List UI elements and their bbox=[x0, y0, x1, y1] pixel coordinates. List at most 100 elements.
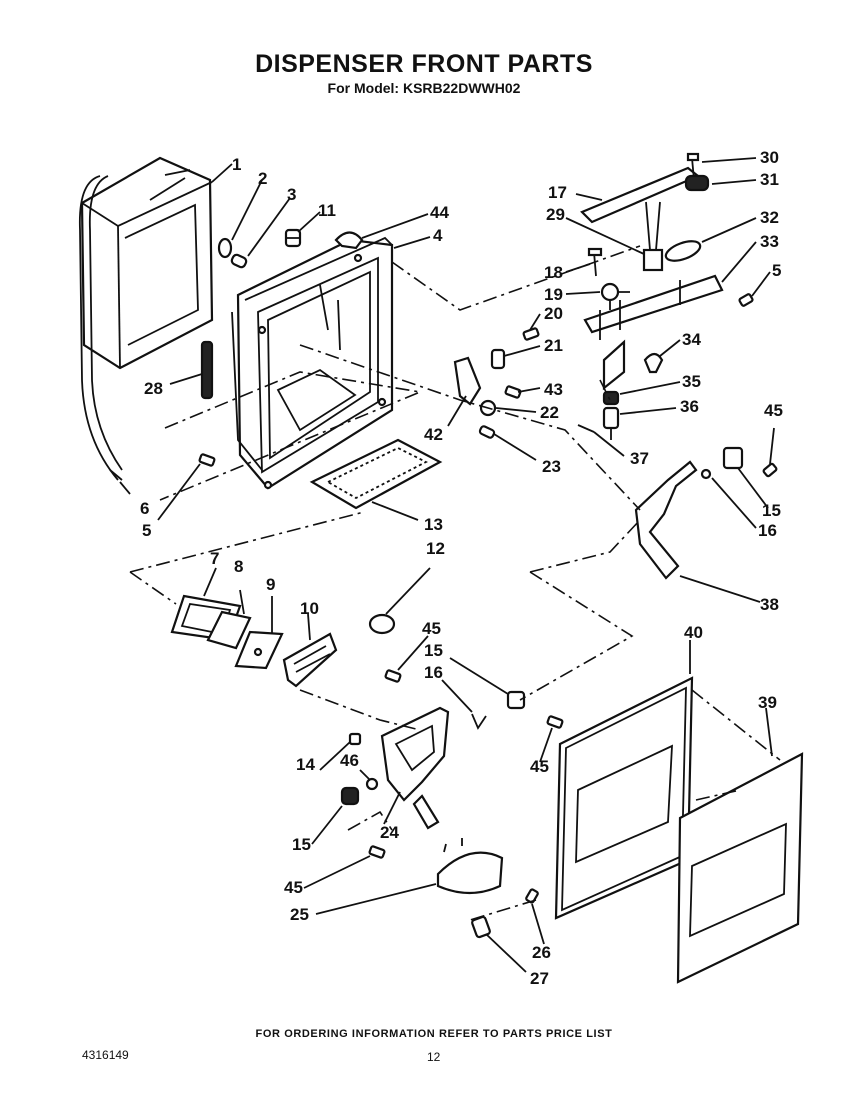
part-28-strip bbox=[200, 340, 214, 400]
part-16-spring-upper bbox=[700, 468, 712, 480]
callout-25: 25 bbox=[290, 905, 309, 924]
page-number: 12 bbox=[427, 1050, 441, 1064]
callout-16-mid: 16 bbox=[424, 663, 443, 682]
callout-15-mid: 15 bbox=[424, 641, 443, 660]
part-9-plate bbox=[234, 630, 284, 670]
part-13-grille bbox=[309, 438, 443, 510]
callout-12: 12 bbox=[426, 539, 445, 558]
callout-39: 39 bbox=[758, 693, 777, 712]
callout-5-right: 5 bbox=[772, 261, 781, 280]
part-1-dispenser-housing bbox=[78, 156, 214, 481]
part-45-screw-upper bbox=[762, 462, 778, 478]
part-11-nut bbox=[284, 228, 302, 248]
callout-28: 28 bbox=[144, 379, 163, 398]
callout-10: 10 bbox=[300, 599, 319, 618]
callout-11: 11 bbox=[318, 201, 336, 220]
part-46-washer bbox=[365, 777, 379, 791]
callout-17: 17 bbox=[548, 183, 567, 202]
callout-13: 13 bbox=[424, 515, 443, 534]
part-44-clip bbox=[334, 231, 364, 250]
part-15-clip-upper bbox=[722, 446, 744, 470]
part-23-pin bbox=[478, 425, 496, 439]
callout-36: 36 bbox=[680, 397, 699, 416]
page-title: DISPENSER FRONT PARTS bbox=[255, 50, 593, 78]
callout-43: 43 bbox=[544, 380, 563, 399]
callout-45-low-left: 45 bbox=[284, 878, 303, 897]
callout-26: 26 bbox=[532, 943, 551, 962]
part-45-screw-mid bbox=[384, 669, 402, 683]
part-27-clip bbox=[471, 915, 491, 939]
callout-9: 9 bbox=[266, 575, 275, 594]
callout-38: 38 bbox=[760, 595, 779, 614]
part-35-nut bbox=[602, 390, 620, 406]
part-15-clip-lower bbox=[340, 786, 360, 806]
part-33-bracket bbox=[583, 274, 724, 391]
part-34-cap bbox=[643, 352, 664, 374]
part-16-spring-lower bbox=[471, 713, 487, 730]
part-6-tube-end bbox=[109, 469, 123, 481]
part-19-valve bbox=[600, 282, 630, 310]
part-39-panel bbox=[676, 752, 804, 984]
part-4-frame bbox=[231, 236, 394, 490]
callout-35: 35 bbox=[682, 372, 701, 391]
callout-1: 1 bbox=[232, 155, 241, 174]
leader-lines bbox=[119, 157, 775, 973]
part-3-plug bbox=[230, 253, 248, 269]
part-36-shaft bbox=[602, 406, 620, 440]
callout-32: 32 bbox=[760, 208, 779, 227]
part-17-bar bbox=[580, 166, 701, 224]
callout-40: 40 bbox=[684, 623, 703, 642]
part-43-screw bbox=[504, 385, 522, 399]
callout-45-low-right: 45 bbox=[530, 757, 549, 776]
part-40-gasket bbox=[554, 676, 694, 920]
callout-7: 7 bbox=[210, 549, 219, 568]
part-5-screw-left bbox=[198, 453, 216, 467]
part-18-screw bbox=[587, 247, 603, 277]
callout-5-left: 5 bbox=[142, 521, 151, 540]
part-38-lever bbox=[634, 460, 698, 580]
callout-3: 3 bbox=[287, 185, 296, 204]
callout-6: 6 bbox=[140, 499, 149, 518]
callout-19: 19 bbox=[544, 285, 563, 304]
callout-45-mid: 45 bbox=[422, 619, 441, 638]
part-14-pin bbox=[348, 732, 362, 746]
callout-18: 18 bbox=[544, 263, 563, 282]
callout-15-low: 15 bbox=[292, 835, 311, 854]
callout-33: 33 bbox=[760, 232, 779, 251]
part-2-ring bbox=[217, 237, 233, 259]
part-8-lens bbox=[206, 610, 252, 650]
part-25-drip-tray bbox=[436, 838, 504, 895]
part-45-screw-low-right bbox=[546, 715, 564, 729]
callout-16-upper: 16 bbox=[758, 521, 777, 540]
part-32-pad bbox=[664, 240, 702, 262]
callout-42: 42 bbox=[424, 425, 443, 444]
callout-22: 22 bbox=[540, 403, 559, 422]
callout-46: 46 bbox=[340, 751, 359, 770]
part-37-pin bbox=[577, 424, 595, 433]
part-24-actuator bbox=[380, 706, 450, 830]
part-15-bracket-mid bbox=[506, 690, 526, 710]
callout-31: 31 bbox=[760, 170, 779, 189]
part-45-screw-low-left bbox=[368, 845, 386, 859]
callout-15-upper: 15 bbox=[762, 501, 781, 520]
part-5-screw-right bbox=[738, 293, 754, 307]
callout-14: 14 bbox=[296, 755, 315, 774]
part-20-screw bbox=[522, 327, 540, 341]
callout-8: 8 bbox=[234, 557, 243, 576]
callout-24: 24 bbox=[380, 823, 399, 842]
part-12-clip bbox=[368, 613, 396, 635]
callout-4: 4 bbox=[433, 226, 443, 245]
part-29-switch bbox=[642, 201, 664, 272]
part-31-clip bbox=[684, 174, 710, 192]
callout-labels: 1 2 3 11 44 4 30 31 17 29 32 33 18 5 19 … bbox=[140, 148, 783, 988]
part-42-bracket bbox=[453, 356, 482, 406]
callout-45-upper: 45 bbox=[764, 401, 783, 420]
ordering-note: FOR ORDERING INFORMATION REFER TO PARTS … bbox=[255, 1028, 613, 1040]
callout-21: 21 bbox=[544, 336, 563, 355]
callout-29: 29 bbox=[546, 205, 565, 224]
callout-37: 37 bbox=[630, 449, 649, 468]
callout-2: 2 bbox=[258, 169, 267, 188]
callout-44: 44 bbox=[430, 203, 449, 222]
callout-23: 23 bbox=[542, 457, 561, 476]
